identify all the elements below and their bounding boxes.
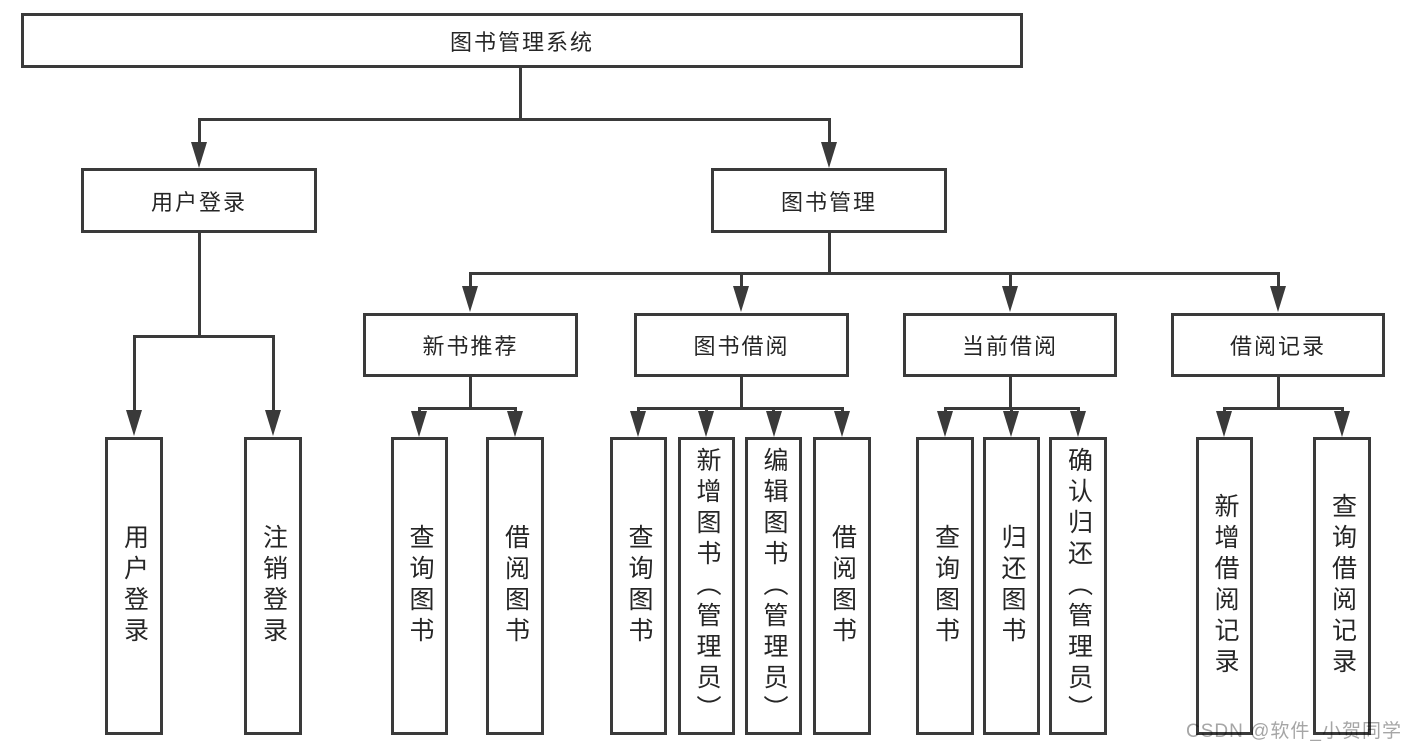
node-new-book-recommendation: 新书推荐: [363, 313, 578, 377]
arrow-down-icon: [462, 286, 478, 312]
leaf-user-login: 用户登录: [105, 437, 163, 735]
leaf-logout-login: 注销登录: [244, 437, 302, 735]
arrow-down-icon: [698, 411, 714, 437]
leaf-edit-books-admin: 编辑图书（管理员）: [745, 437, 802, 735]
leaf-label: 用户登录: [120, 524, 149, 648]
leaf-confirm-return-admin: 确认归还（管理员）: [1049, 437, 1107, 735]
node-book-borrowing: 图书借阅: [634, 313, 849, 377]
node-label: 图书管理系统: [449, 29, 594, 55]
leaf-borrow-books-recommend: 借阅图书: [486, 437, 544, 735]
leaf-query-books-borrowing: 查询图书: [610, 437, 667, 735]
connector-line: [514, 407, 517, 413]
leaf-label: 借阅图书: [828, 524, 857, 648]
node-library-management-system: 图书管理系统: [21, 13, 1023, 68]
node-book-management: 图书管理: [711, 168, 947, 233]
leaf-query-borrow-record: 查询借阅记录: [1313, 437, 1371, 735]
node-label: 用户登录: [150, 189, 247, 215]
leaf-label: 编辑图书（管理员）: [760, 446, 788, 726]
connector-line: [772, 407, 775, 413]
leaf-label: 确认归还（管理员）: [1064, 446, 1093, 726]
arrow-down-icon: [507, 411, 523, 437]
leaf-label: 新增借阅记录: [1211, 493, 1239, 679]
connector-line: [740, 375, 743, 409]
connector-line: [705, 407, 708, 413]
connector-line: [418, 407, 517, 410]
arrow-down-icon: [821, 142, 837, 168]
leaf-add-books-admin: 新增图书（管理员）: [678, 437, 735, 735]
leaf-add-borrow-record: 新增借阅记录: [1196, 437, 1253, 735]
connector-line: [1277, 272, 1280, 288]
node-current-borrowing: 当前借阅: [903, 313, 1117, 377]
leaf-label: 归还图书: [998, 524, 1026, 648]
leaf-query-books-current: 查询图书: [916, 437, 974, 735]
arrow-down-icon: [1070, 411, 1086, 437]
connector-line: [1277, 375, 1280, 409]
connector-line: [1223, 407, 1344, 410]
connector-line: [1009, 375, 1012, 409]
node-label: 借阅记录: [1229, 334, 1326, 359]
arrow-down-icon: [766, 411, 782, 437]
arrow-down-icon: [733, 286, 749, 312]
connector-line: [841, 407, 844, 413]
leaf-label: 注销登录: [259, 524, 288, 648]
connector-line: [944, 407, 947, 413]
connector-line: [637, 407, 640, 413]
connector-line: [198, 118, 201, 145]
connector-line: [133, 335, 275, 338]
connector-line: [418, 407, 421, 413]
connector-line: [469, 375, 472, 409]
leaf-label: 查询图书: [931, 524, 960, 648]
node-user-login: 用户登录: [81, 168, 317, 233]
leaf-query-books-recommend: 查询图书: [391, 437, 448, 735]
leaf-label: 查询图书: [625, 524, 653, 648]
leaf-label: 查询借阅记录: [1328, 493, 1357, 679]
connector-line: [1341, 407, 1344, 413]
arrow-down-icon: [1270, 286, 1286, 312]
leaf-return-books: 归还图书: [983, 437, 1040, 735]
node-label: 当前借阅: [961, 334, 1058, 359]
arrow-down-icon: [191, 142, 207, 168]
leaf-label: 查询图书: [406, 524, 434, 648]
arrow-down-icon: [1334, 411, 1350, 437]
leaf-label: 借阅图书: [501, 524, 530, 648]
connector-line: [519, 68, 522, 118]
connector-line: [469, 272, 1280, 275]
connector-line: [198, 231, 201, 337]
connector-line: [1010, 407, 1013, 413]
arrow-down-icon: [1002, 286, 1018, 312]
connector-line: [1077, 407, 1080, 413]
leaf-borrow-books-borrowing: 借阅图书: [813, 437, 871, 735]
connector-line: [740, 272, 743, 288]
connector-line: [1009, 272, 1012, 288]
node-label: 图书管理: [780, 189, 877, 215]
arrow-down-icon: [265, 410, 281, 436]
connector-line: [272, 335, 275, 411]
connector-line: [637, 407, 843, 410]
arrow-down-icon: [126, 410, 142, 436]
connector-line: [198, 118, 831, 121]
arrow-down-icon: [834, 411, 850, 437]
node-borrowing-records: 借阅记录: [1171, 313, 1385, 377]
connector-line: [1223, 407, 1226, 413]
node-label: 新书推荐: [422, 334, 519, 359]
arrow-down-icon: [1216, 411, 1232, 437]
arrow-down-icon: [937, 411, 953, 437]
leaf-label: 新增图书（管理员）: [693, 446, 721, 726]
node-label: 图书借阅: [693, 334, 790, 359]
arrow-down-icon: [411, 411, 427, 437]
connector-line: [133, 335, 136, 411]
connector-line: [469, 272, 472, 288]
arrow-down-icon: [630, 411, 646, 437]
connector-line: [828, 231, 831, 274]
csdn-watermark: CSDN @软件_小贺同学: [1186, 721, 1402, 742]
arrow-down-icon: [1003, 411, 1019, 437]
connector-line: [828, 118, 831, 145]
